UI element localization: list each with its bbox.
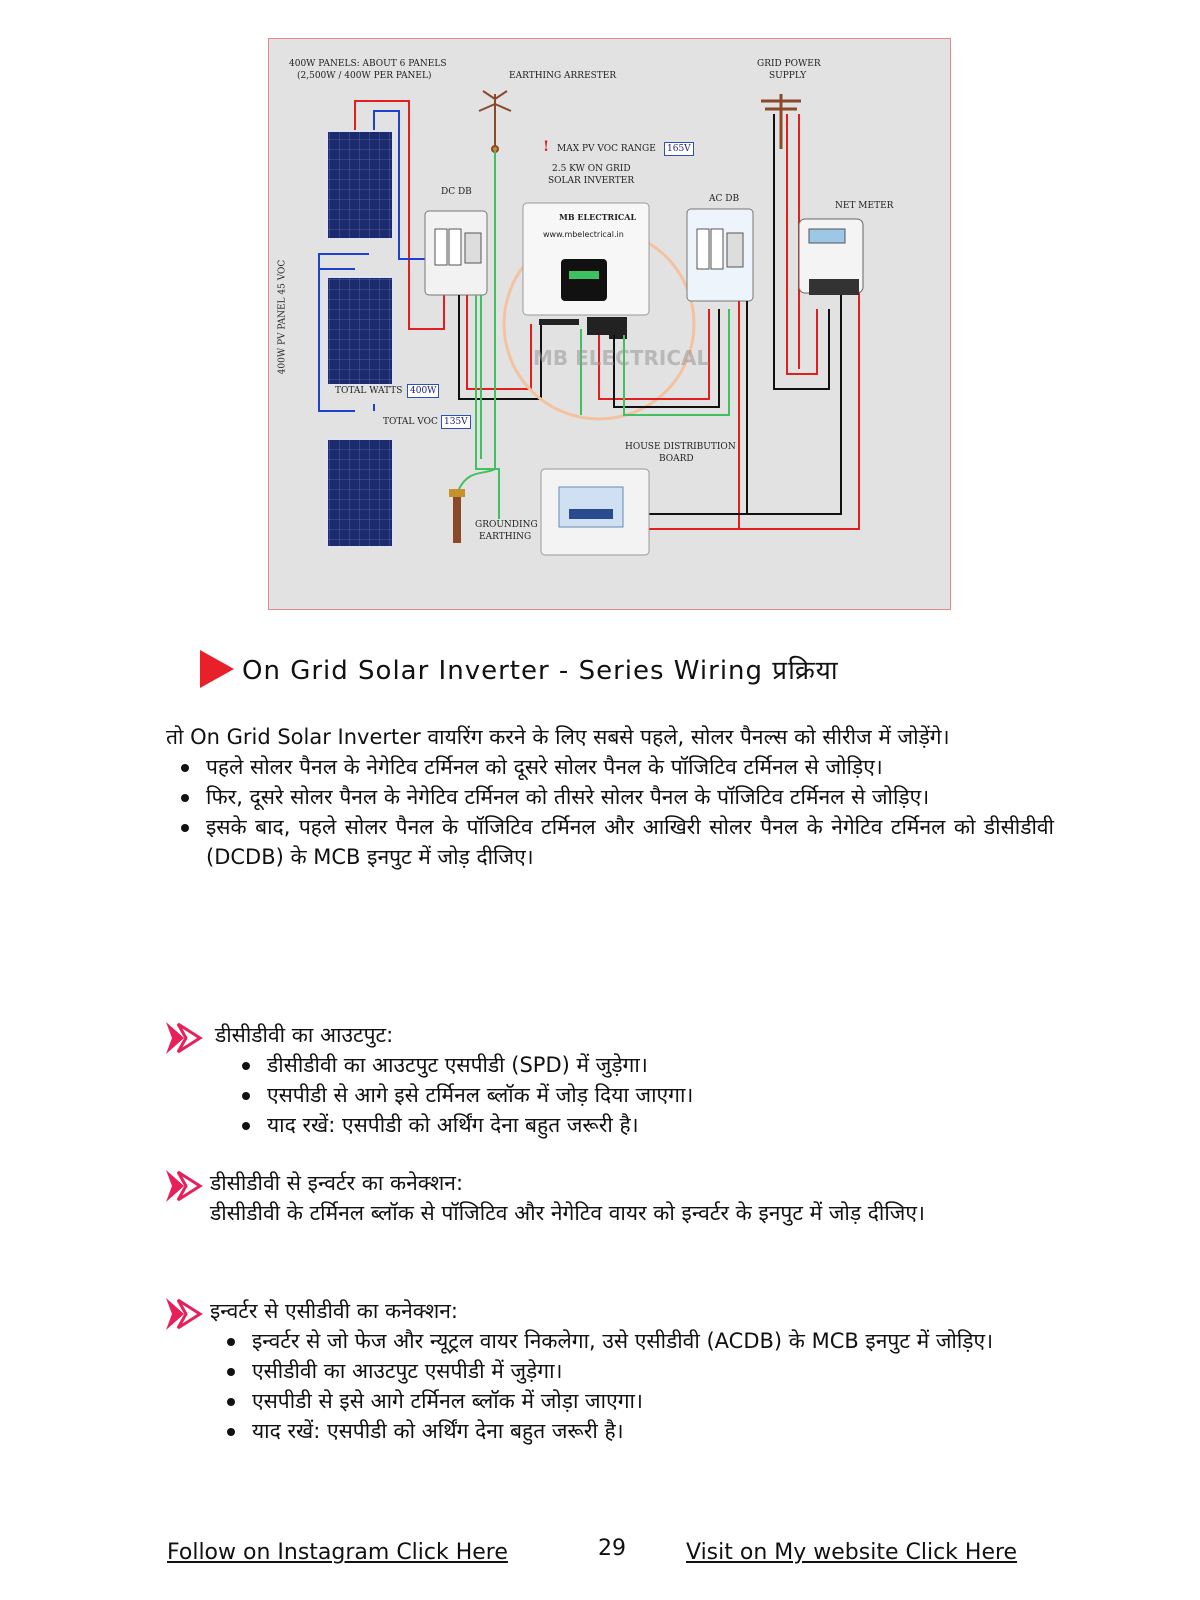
section-title: डीसीडीवी का आउटपुट: [215,1023,394,1047]
solar-panel-2 [326,276,394,386]
ac-db-box [686,208,754,302]
panel-wires [318,100,445,412]
section-title: इन्वर्टर से एसीडीवी का कनेक्शन: [210,1299,458,1323]
section-title: डीसीडीवी से इन्वर्टर का कनेक्शन: [210,1171,464,1195]
website-link[interactable]: Visit on My website Click Here [686,1540,1018,1565]
double-chevron-icon [166,1170,203,1202]
list-item: डीसीडीवी का आउटपुट एसपीडी (SPD) में जुड़… [227,1050,1055,1080]
diagram-watermark: MB ELECTRICAL [533,346,710,370]
section-text: डीसीडीवी के टर्मिनल ब्लॉक से पॉजिटिव और … [210,1201,925,1225]
warning-icon: ! [543,139,550,155]
ac-db-label: AC DB [709,194,740,204]
inverter-website: www.mbelectrical.in [543,230,624,239]
grounding-label-1: GROUNDING [475,520,538,530]
panels-note-label-2: (2,500W / 400W PER PANEL) [297,71,432,81]
earthing-arrester-label: EARTHING ARRESTER [509,71,617,81]
net-meter-label: NET METER [835,201,894,211]
total-voc-label: TOTAL VOC [383,417,438,427]
inverter-brand: MB ELECTRICAL [559,212,637,222]
inverter-name-label-1: 2.5 KW ON GRID [552,164,631,174]
page-number: 29 [598,1536,626,1561]
ac-wires [580,309,730,416]
total-watts-value: 400W [407,384,440,398]
list-item: एसपीडी से आगे इसे टर्मिनल ब्लॉक में जोड़… [227,1080,1055,1110]
grid-wires [649,114,860,530]
solar-panel-1 [326,130,394,240]
solar-panels [326,130,394,548]
heading-text: On Grid Solar Inverter - Series Wiring प… [242,656,839,686]
max-pv-voc-value: 165V [664,142,694,156]
dc-db-box [424,210,488,296]
website-link-wrap: Visit on My website Click Here [686,1540,1017,1565]
grounding-label-2: EARTHING [479,532,532,542]
list-item: एसीडीवी का आउटपुट एसपीडी में जुड़ेगा। [212,1356,1055,1386]
net-meter [798,218,864,295]
intro-bullet-list: पहले सोलर पैनल के नेगेटिव टर्मिनल को दूस… [166,752,1054,872]
solar-wiring-diagram: 400W PANELS: ABOUT 6 PANELS (2,500W / 40… [268,38,951,610]
total-voc-value: 135V [441,415,471,429]
grid-power-label-2: SUPPLY [769,71,807,81]
section-bullet-list: इन्वर्टर से जो फेज और न्यूट्रल वायर निकल… [212,1326,1055,1446]
grounding-rod [449,468,496,543]
dc-db-label: DC DB [441,187,472,197]
section-inverter-acdb: इन्वर्टर से एसीडीवी का कनेक्शन: इन्वर्टर… [210,1296,1055,1446]
instagram-link[interactable]: Follow on Instagram Click Here [167,1540,508,1565]
red-arrow-icon [200,650,234,688]
total-watts-label: TOTAL WATTS [335,386,403,396]
pv-panel-vertical-label: 400W PV PANEL 45 VOC [277,259,288,375]
section-dcdb-output: डीसीडीवी का आउटपुट: डीसीडीवी का आउटपुट ए… [215,1020,1055,1140]
double-chevron-icon [166,1298,203,1330]
list-item: याद रखें: एसपीडी को अर्थिंग देना बहुत जर… [227,1110,1055,1140]
panels-note-label-1: 400W PANELS: ABOUT 6 PANELS [289,59,447,69]
house-board-label-1: HOUSE DISTRIBUTION [625,442,736,452]
inverter [502,202,696,421]
list-item: इन्वर्टर से जो फेज और न्यूट्रल वायर निकल… [212,1326,1055,1356]
list-item: एसपीडी से इसे आगे टर्मिनल ब्लॉक में जोड़… [212,1386,1055,1416]
list-item: पहले सोलर पैनल के नेगेटिव टर्मिनल को दूस… [166,752,1054,782]
section-bullet-list: डीसीडीवी का आउटपुट एसपीडी (SPD) में जुड़… [227,1050,1055,1140]
max-pv-voc-label: MAX PV VOC RANGE [557,144,656,154]
house-board-label-2: BOARD [659,454,694,464]
section-heading: On Grid Solar Inverter - Series Wiring प… [200,650,839,688]
intro-text: तो On Grid Solar Inverter वायरिंग करने क… [166,725,950,749]
instagram-link-wrap: Follow on Instagram Click Here [167,1540,508,1565]
inverter-name-label-2: SOLAR INVERTER [548,176,635,186]
list-item: फिर, दूसरे सोलर पैनल के नेगेटिव टर्मिनल … [166,782,1054,812]
solar-panel-3 [326,438,394,548]
section-dcdb-inverter: डीसीडीवी से इन्वर्टर का कनेक्शन: डीसीडीव… [210,1168,1055,1228]
earthing-arrester [478,90,512,469]
double-chevron-icon [166,1022,203,1054]
dc-wires [458,295,542,519]
list-item: इसके बाद, पहले सोलर पैनल के पॉजिटिव टर्म… [166,812,1054,872]
list-item: याद रखें: एसपीडी को अर्थिंग देना बहुत जर… [212,1416,1055,1446]
wiring-svg [318,90,864,556]
intro-block: तो On Grid Solar Inverter वायरिंग करने क… [166,722,1054,872]
house-distribution-board [540,468,650,556]
grid-pole [761,94,801,149]
grid-power-label-1: GRID POWER [757,59,821,69]
